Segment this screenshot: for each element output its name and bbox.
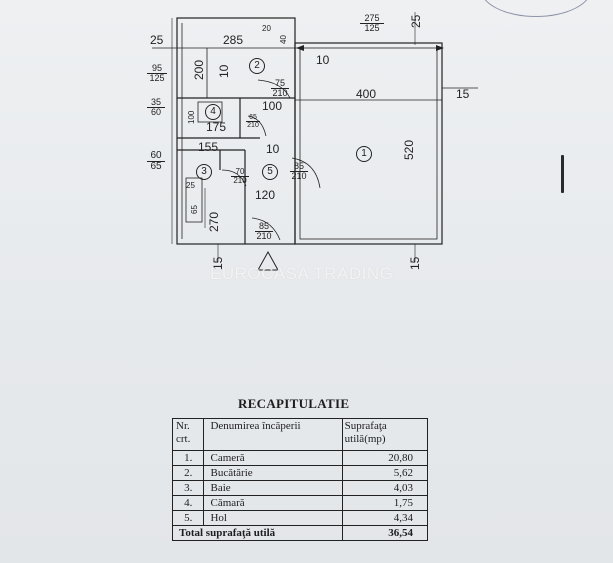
dim-label: 15 (456, 87, 470, 101)
cell-area: 1,75 (341, 495, 429, 511)
frac-num: 35 (147, 98, 165, 108)
cell-name: Cameră (203, 450, 343, 466)
table-row: 5. Hol 4,34 (171, 510, 429, 526)
cell-name: Cămară (203, 495, 343, 511)
dim-label: 520 (402, 139, 416, 160)
cell-nr: 4. (171, 495, 205, 511)
dim-label: 20 (262, 24, 271, 33)
frac-den: 60 (150, 107, 161, 117)
cell-name: Hol (203, 510, 343, 526)
room-number-3: 3 (196, 164, 212, 180)
cell-area: 20,80 (341, 450, 429, 466)
header-nr-line2: crt. (176, 433, 191, 445)
cell-area: 4,34 (341, 510, 429, 526)
room-number-5: 5 (262, 164, 278, 180)
recap-title: RECAPITULATIE (238, 396, 350, 411)
edge-marker (561, 155, 564, 193)
frac-num: 75 (271, 79, 289, 89)
table-row: 2. Bucătărie 5,62 (171, 465, 429, 481)
total-value: 36,54 (341, 525, 429, 541)
cell-name: Baie (203, 480, 343, 496)
cell-nr: 5. (171, 510, 205, 526)
dim-label: 285 (223, 33, 244, 47)
frac-den: 125 (149, 73, 165, 83)
header-area-line1: Suprafaţa (344, 420, 387, 432)
total-label: Total suprafaţă utilă (172, 525, 343, 541)
frac-den: 210 (256, 231, 272, 241)
table-row: 3. Baie 4,03 (171, 480, 429, 496)
header-nr: Nr.crt. (171, 418, 205, 451)
dim-label: 100 (187, 110, 196, 124)
frac-den: 210 (291, 171, 307, 181)
room-number-2: 2 (249, 58, 265, 74)
dim-label: 270 (207, 211, 221, 232)
header-nr-line1: Nr. (176, 420, 190, 432)
room-number-1: 1 (356, 146, 372, 162)
frac-den: 125 (364, 23, 380, 33)
cell-nr: 2. (171, 465, 205, 481)
dim-label: 25 (186, 181, 195, 190)
frac-den: 210 (247, 122, 259, 129)
frac-den: 210 (233, 176, 247, 185)
dim-label: 175 (206, 120, 227, 134)
watermark: EUROCASA TRADING (210, 264, 394, 283)
dim-label: 200 (192, 59, 206, 80)
header-area-line2: utilă(mp) (344, 433, 386, 445)
frac-den: 210 (272, 88, 288, 98)
main-room-inner (299, 47, 438, 240)
cell-name: Bucătărie (203, 465, 343, 481)
frac-num: 85 (290, 162, 308, 172)
dim-label: 100 (262, 99, 283, 113)
dim-label: 155 (198, 140, 219, 154)
cell-nr: 3. (171, 480, 205, 496)
dim-label: 65 (190, 205, 199, 214)
dim-label: 400 (356, 87, 377, 101)
dim-label: 120 (255, 188, 276, 202)
frac-num: 275 (360, 14, 384, 24)
frac-den: 65 (150, 161, 162, 172)
table-row: 4. Cămară 1,75 (171, 495, 429, 511)
frac-num: 70 (231, 168, 249, 177)
cell-nr: 1. (171, 450, 205, 466)
dim-label: 10 (217, 64, 231, 78)
dim-label: 25 (409, 14, 423, 28)
dim-label: 10 (266, 142, 280, 156)
cell-area: 5,62 (341, 465, 429, 481)
frac-num: 95 (147, 64, 167, 74)
table-total-row: Total suprafaţă utilă 36,54 (172, 525, 429, 541)
frac-num: 60 (147, 151, 165, 162)
dim-label: 40 (279, 35, 288, 44)
floor-plan (152, 12, 478, 271)
header-name: Denumirea încăperii (203, 418, 343, 451)
dim-label: 25 (150, 33, 164, 47)
frac-num: 85 (255, 222, 273, 232)
dim-label: 15 (408, 256, 422, 270)
dim-label: 10 (316, 53, 330, 67)
cell-area: 4,03 (341, 480, 429, 496)
table-row: 1. Cameră 20,80 (171, 450, 429, 466)
main-room-outline (294, 42, 443, 245)
frac-num: 65 (246, 114, 260, 122)
room-number-4: 4 (205, 104, 221, 120)
